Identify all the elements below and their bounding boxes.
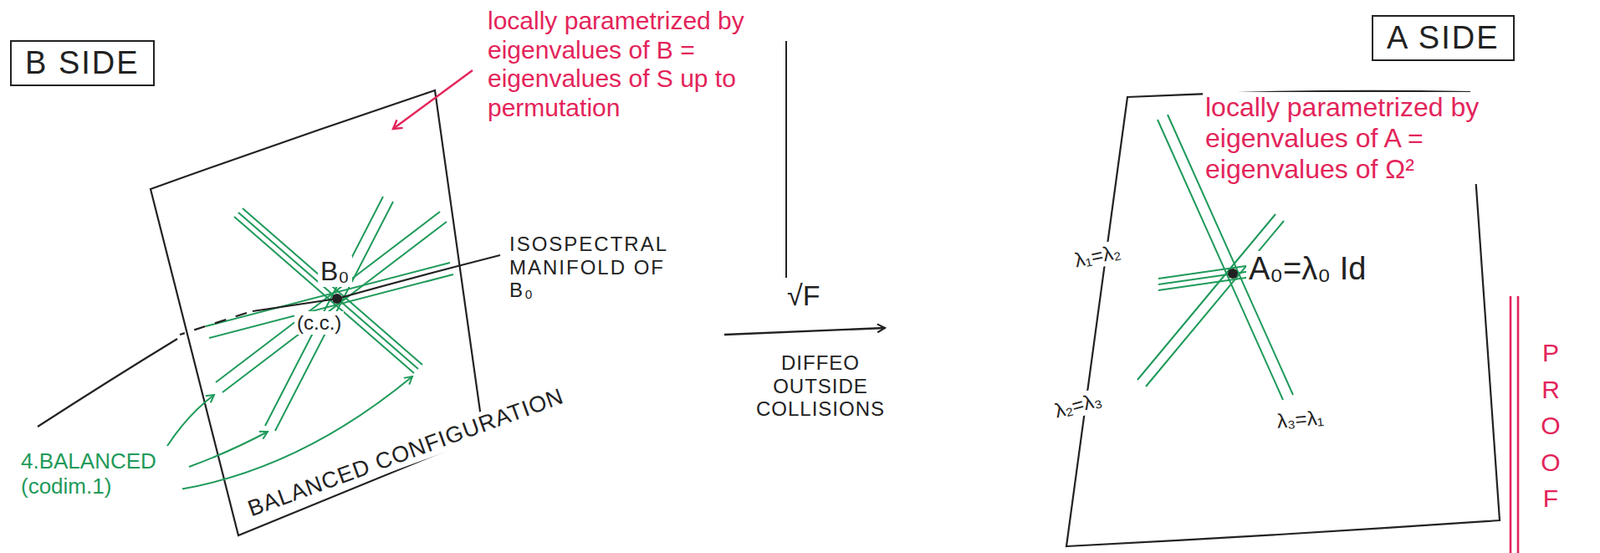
proof-mark: PROOF — [1535, 334, 1566, 517]
map-note: DIFFEO OUTSIDE COLLISIONS — [734, 351, 907, 421]
sheet-back-edge — [785, 40, 788, 278]
collision-label: λ₃=λ₁ — [1273, 405, 1328, 434]
b-sheet — [150, 90, 484, 536]
point-note: (c.c.) — [294, 311, 344, 335]
map-arrow — [724, 327, 885, 335]
side-title: B SIDE — [25, 45, 140, 82]
red-pointer — [393, 70, 473, 129]
map-name: √F — [784, 279, 823, 312]
point-name: A₀=λ₀ Id — [1246, 250, 1369, 288]
collision-label: λ₁=λ₂ — [1069, 239, 1125, 273]
side-box: A SIDE — [1371, 15, 1515, 62]
proof-bars — [1510, 296, 1519, 553]
balanced-note: 4.BALANCED (codim.1) — [18, 449, 183, 500]
red-note: locally parametrized by eigenvalues of B… — [485, 6, 775, 123]
point-name: B₀ — [317, 255, 353, 287]
red-note: locally parametrized by eigenvalues of A… — [1202, 92, 1543, 185]
manifold-label: ISOSPECTRAL MANIFOLD OF B₀ — [506, 232, 684, 302]
collision-label: λ₂=λ₃ — [1049, 387, 1107, 424]
isospectral-curve — [37, 255, 501, 427]
sheet-label: BALANCED CONFIGURATION — [241, 382, 570, 523]
a0-point — [1227, 268, 1238, 279]
side-title: A SIDE — [1386, 20, 1500, 57]
b0-point — [332, 293, 343, 304]
side-box: B SIDE — [10, 40, 155, 87]
